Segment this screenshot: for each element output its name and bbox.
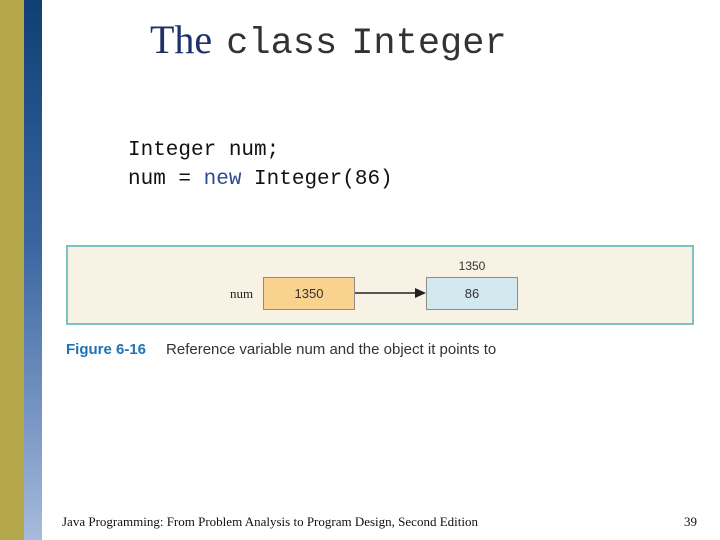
title-word-integer: Integer [351,23,507,65]
left-decorative-bar-olive [0,0,24,540]
slide-title: The class Integer [150,16,507,66]
page-number: 39 [684,514,697,529]
left-decorative-bar-blue [24,0,42,540]
reference-arrow-icon [355,288,426,298]
variable-label: num [230,286,254,301]
code-line-2-prefix: num = [128,168,204,191]
figure-caption-text: Reference variable num and the object it… [166,341,497,358]
object-cell: 86 [426,277,518,310]
title-word-class: class [226,23,338,65]
title-word-the: The [150,17,213,62]
figure-diagram-box [66,245,694,325]
code-line-1: Integer num; [128,139,280,162]
object-address-label: 1350 [458,259,486,273]
figure-number: Figure 6-16 [66,341,147,358]
code-keyword-new: new [203,168,242,191]
footer-text: Java Programming: From Problem Analysis … [62,514,478,529]
code-line-2: num = new Integer(86) [128,165,393,194]
figure-caption: Figure 6-16 Reference variable num and th… [66,341,496,358]
reference-cell: 1350 [263,277,355,310]
code-block: Integer num; num = new Integer(86) [128,136,393,194]
code-line-2-suffix: Integer(86) [241,168,393,191]
